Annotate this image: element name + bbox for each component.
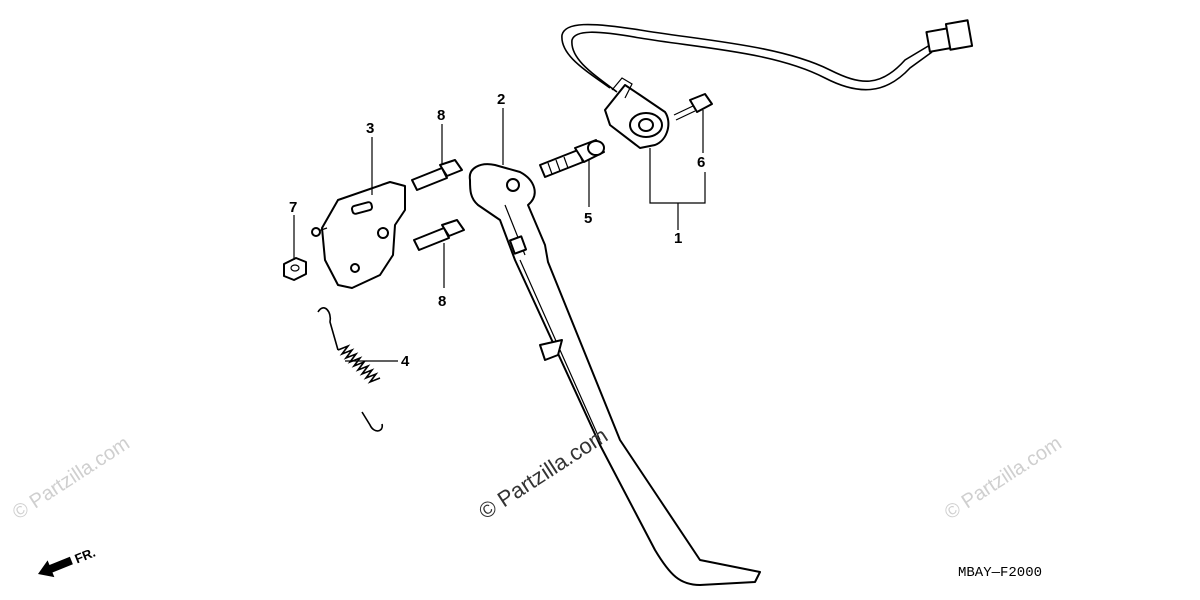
part-7-nut	[283, 257, 307, 281]
front-direction-arrow: FR.	[38, 545, 98, 578]
part-3-bracket-plate	[311, 181, 406, 289]
watermark-right-text: © Partzilla.com	[941, 432, 1066, 524]
watermark-center: © Partzilla.com	[474, 422, 612, 524]
callout-6: 6	[697, 154, 705, 171]
watermark-right: © Partzilla.com	[941, 432, 1066, 524]
part-4-spring	[317, 307, 384, 432]
callout-8-lower: 8	[438, 293, 446, 310]
direction-label: FR.	[72, 545, 97, 567]
part-8-bolt-lower	[413, 219, 465, 251]
arrow-left-icon	[38, 556, 73, 578]
part-6-bolt	[673, 93, 713, 121]
callout-8-upper: 8	[437, 107, 445, 124]
callout-7: 7	[289, 199, 297, 216]
watermark-left-text: © Partzilla.com	[9, 432, 134, 524]
watermark-left: © Partzilla.com	[9, 432, 134, 524]
part-5-pivot-bolt	[539, 139, 605, 178]
callout-5: 5	[584, 210, 592, 227]
callout-2: 2	[497, 91, 505, 108]
callout-1: 1	[674, 230, 682, 247]
leader-lines	[293, 108, 706, 362]
callout-3: 3	[366, 120, 374, 137]
part-8-bolt-upper	[411, 159, 463, 191]
part-2-side-stand	[468, 163, 761, 586]
part-1-side-stand-switch	[561, 19, 974, 149]
diagram-code: MBAY—F2000	[958, 565, 1042, 581]
callout-4: 4	[401, 353, 410, 370]
